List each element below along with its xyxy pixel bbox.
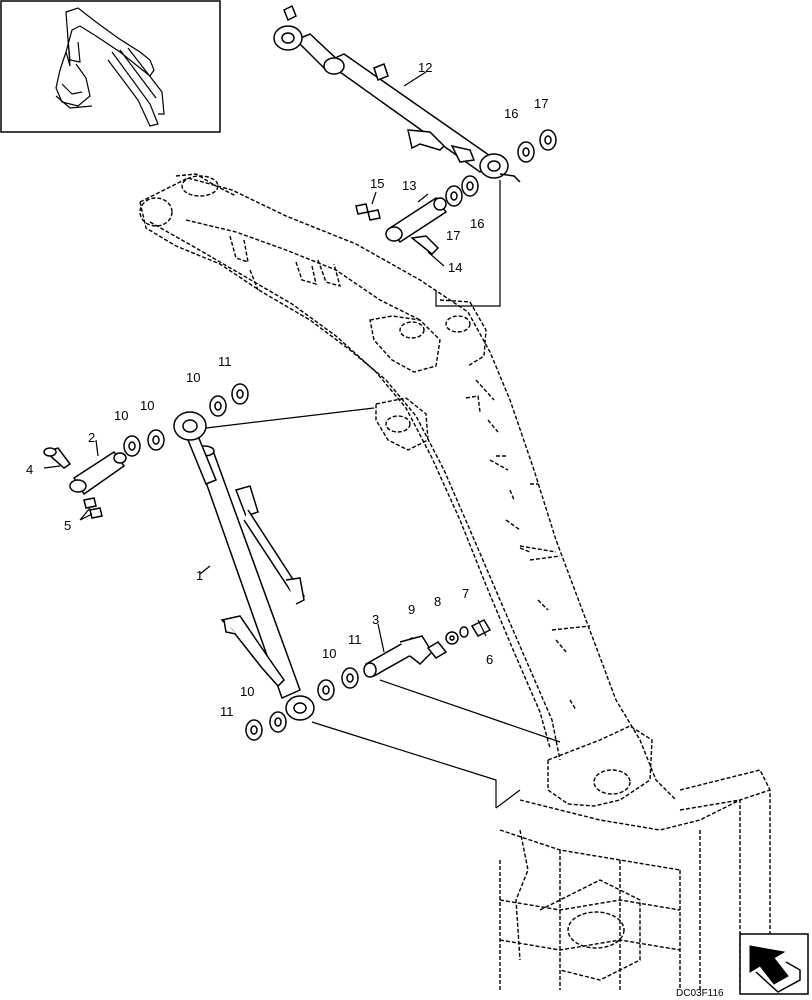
callout-11-b: 11 xyxy=(220,704,234,719)
callout-17-a: 17 xyxy=(534,96,548,111)
callout-10-e: 10 xyxy=(322,646,336,661)
callout-3: 3 xyxy=(372,612,379,627)
callout-labels: 1 2 3 4 5 6 7 8 9 10 10 10 10 10 11 11 1… xyxy=(26,60,548,719)
callout-11-c: 11 xyxy=(348,632,362,647)
callout-14: 14 xyxy=(448,260,462,275)
callout-10-c: 10 xyxy=(140,398,154,413)
callout-11-a: 11 xyxy=(218,354,232,369)
washers-upper xyxy=(123,383,249,457)
leader-lines xyxy=(43,71,561,809)
callout-17-b: 17 xyxy=(446,228,460,243)
callout-5: 5 xyxy=(64,518,71,533)
lock-parts-6-9 xyxy=(426,619,492,659)
callout-10-a: 10 xyxy=(186,370,200,385)
arm-cylinder xyxy=(273,4,521,183)
boom-cylinder xyxy=(173,411,315,721)
excavator-arm-thumbnail-icon xyxy=(0,0,221,133)
pin-part-2 xyxy=(69,450,127,496)
boom-outline xyxy=(139,173,771,990)
bolt-part-14 xyxy=(410,235,440,256)
callout-12: 12 xyxy=(418,60,432,75)
callout-9: 9 xyxy=(408,602,415,617)
callout-7: 7 xyxy=(462,586,469,601)
callout-10-d: 10 xyxy=(240,684,254,699)
bolt-part-4 xyxy=(43,447,72,469)
nuts-part-15 xyxy=(355,203,381,221)
callout-10-b: 10 xyxy=(114,408,128,423)
pin-part-13 xyxy=(385,196,448,244)
nuts-part-5 xyxy=(83,497,103,519)
callout-16-a: 16 xyxy=(504,106,518,121)
callout-13: 13 xyxy=(402,178,416,193)
callout-1: 1 xyxy=(196,568,203,583)
callout-6: 6 xyxy=(486,652,493,667)
drawing-code: DC03F116 xyxy=(676,988,724,999)
callout-4: 4 xyxy=(26,462,33,477)
callout-16-b: 16 xyxy=(470,216,484,231)
pin-part-3 xyxy=(363,635,433,678)
callout-8: 8 xyxy=(434,594,441,609)
callout-15: 15 xyxy=(370,176,384,191)
navigation-arrow-icon[interactable] xyxy=(739,933,809,995)
washers-lower xyxy=(245,667,359,741)
washers-16-17 xyxy=(445,129,557,207)
callout-2: 2 xyxy=(88,430,95,445)
